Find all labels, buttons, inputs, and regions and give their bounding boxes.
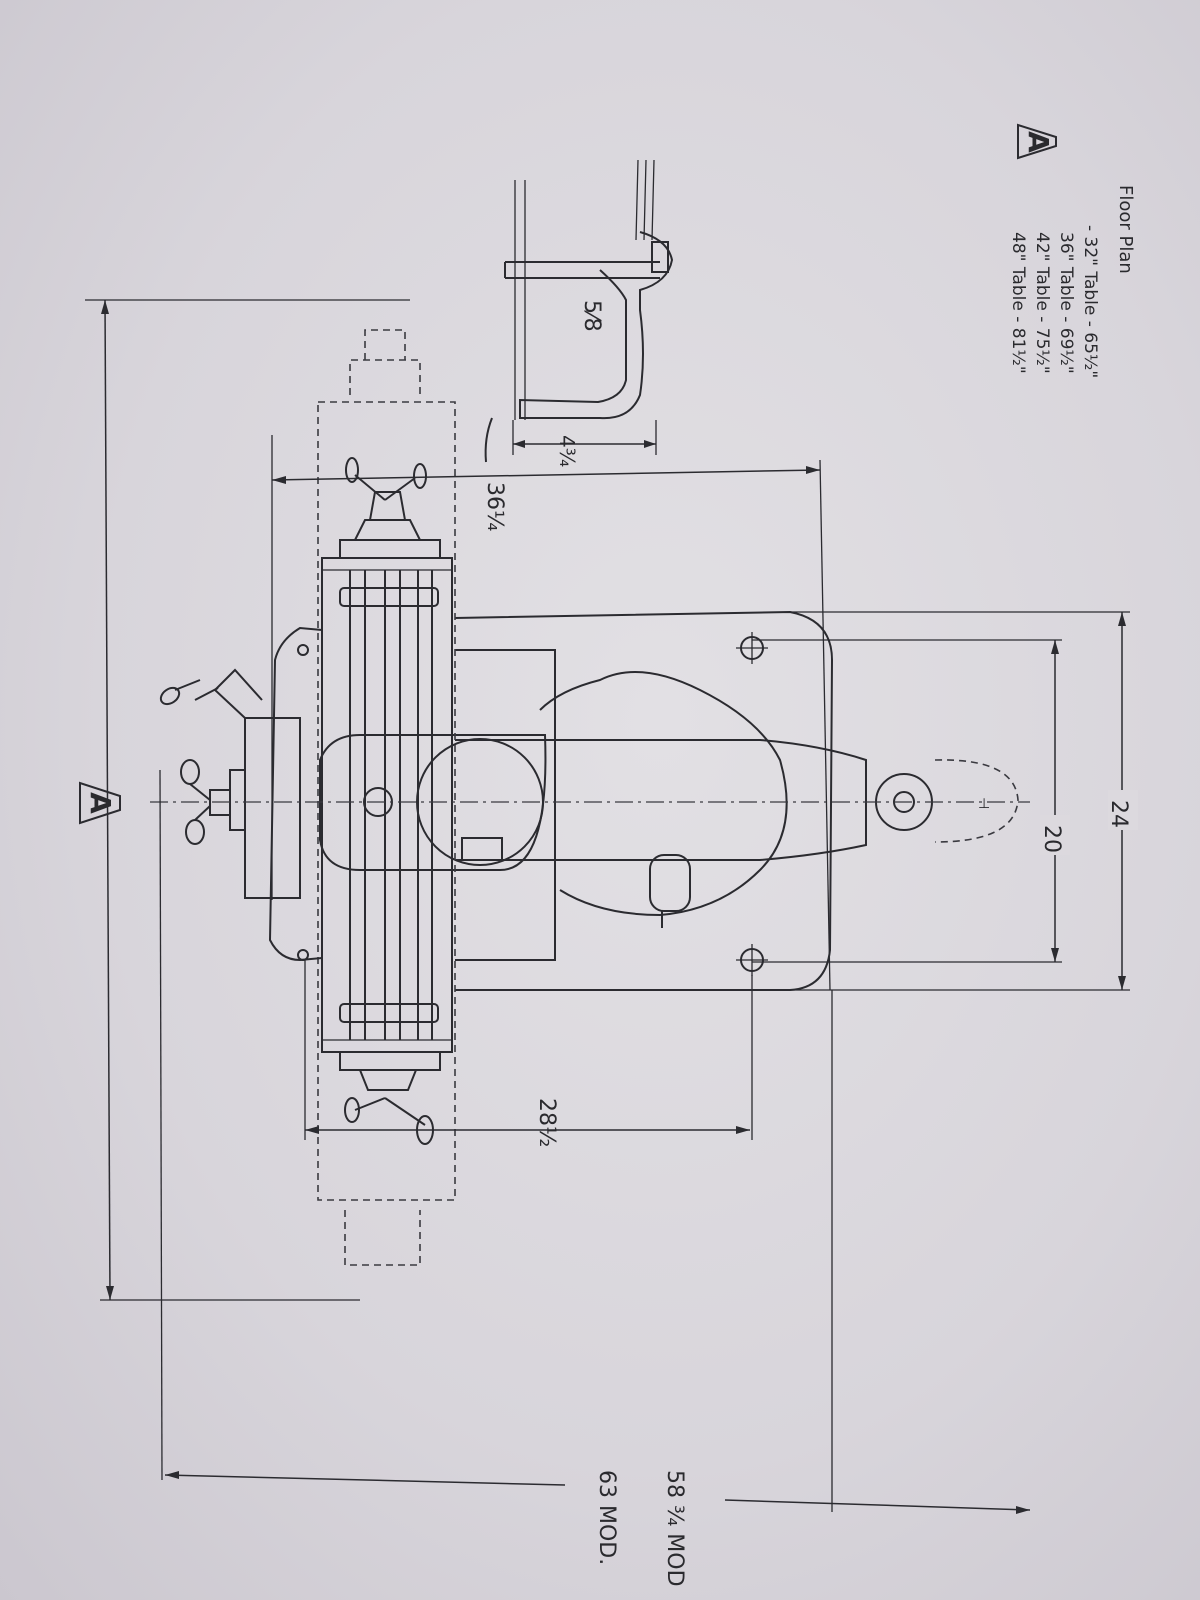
section-marker-top: A	[1017, 123, 1057, 160]
svg-text:⊥: ⊥	[978, 796, 990, 812]
dim-63-mod: 63 MOD.	[594, 1470, 619, 1565]
dim-24: 24	[1106, 800, 1131, 828]
machine-table	[159, 329, 456, 1266]
dim-36-1-4: 36¼	[482, 482, 507, 531]
dim-28-1-2: 28½	[534, 1098, 559, 1147]
dim-58-3-4-mod: 58 ¾ MOD	[662, 1470, 687, 1587]
table-size-36: 36" Table - 69½"	[1056, 232, 1076, 374]
dim-20: 20	[1039, 825, 1064, 853]
bolt-dim-4-3-4: 4¾	[555, 435, 579, 467]
anchor-bolt-detail: 5⁄8 4¾	[484, 159, 674, 467]
floor-plan-title: Floor Plan	[1115, 185, 1136, 274]
table-size-42: 42" Table - 75½"	[1032, 232, 1052, 374]
marker-letter-top: A	[1022, 131, 1055, 153]
marker-letter-mid: A	[84, 792, 117, 814]
table-size-32: - 32" Table - 65½"	[1080, 225, 1100, 378]
table-size-48: 48" Table - 81½"	[1008, 232, 1028, 374]
section-marker-mid: A	[79, 781, 121, 825]
dimension-lines: 36¼ 28½ 24 20 58 ¾ MOD 63 MOD.	[85, 299, 1138, 1587]
machine-outline: ⊥	[319, 610, 1019, 991]
bolt-dim-5-8: 5⁄8	[579, 300, 604, 332]
table-size-legend: Floor Plan	[1115, 185, 1136, 274]
